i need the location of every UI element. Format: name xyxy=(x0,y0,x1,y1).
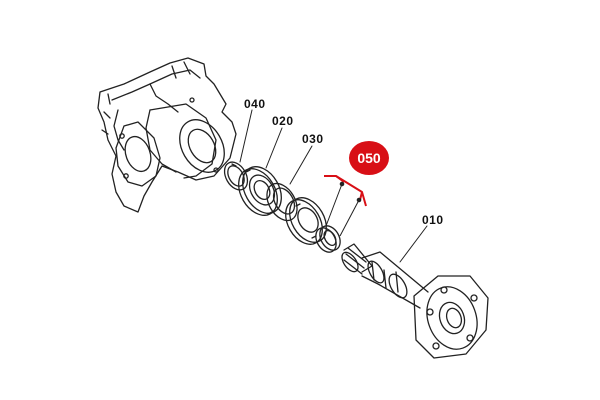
part-label-040: 040 xyxy=(244,97,266,111)
collar-ring xyxy=(315,225,341,253)
callout-050-leaders xyxy=(325,181,362,237)
part-label-010: 010 xyxy=(422,213,444,227)
callout-050-badge[interactable]: 050 xyxy=(349,141,389,175)
part-030-retaining-ring[interactable] xyxy=(261,178,304,226)
oil-seal xyxy=(285,197,327,245)
part-label-030: 030 xyxy=(302,132,324,146)
axle-housing xyxy=(97,57,237,213)
part-010-axle-shaft[interactable] xyxy=(339,243,489,359)
part-020-bearing[interactable] xyxy=(231,160,289,222)
part-label-020: 020 xyxy=(272,114,294,128)
leader-lines xyxy=(239,109,428,263)
